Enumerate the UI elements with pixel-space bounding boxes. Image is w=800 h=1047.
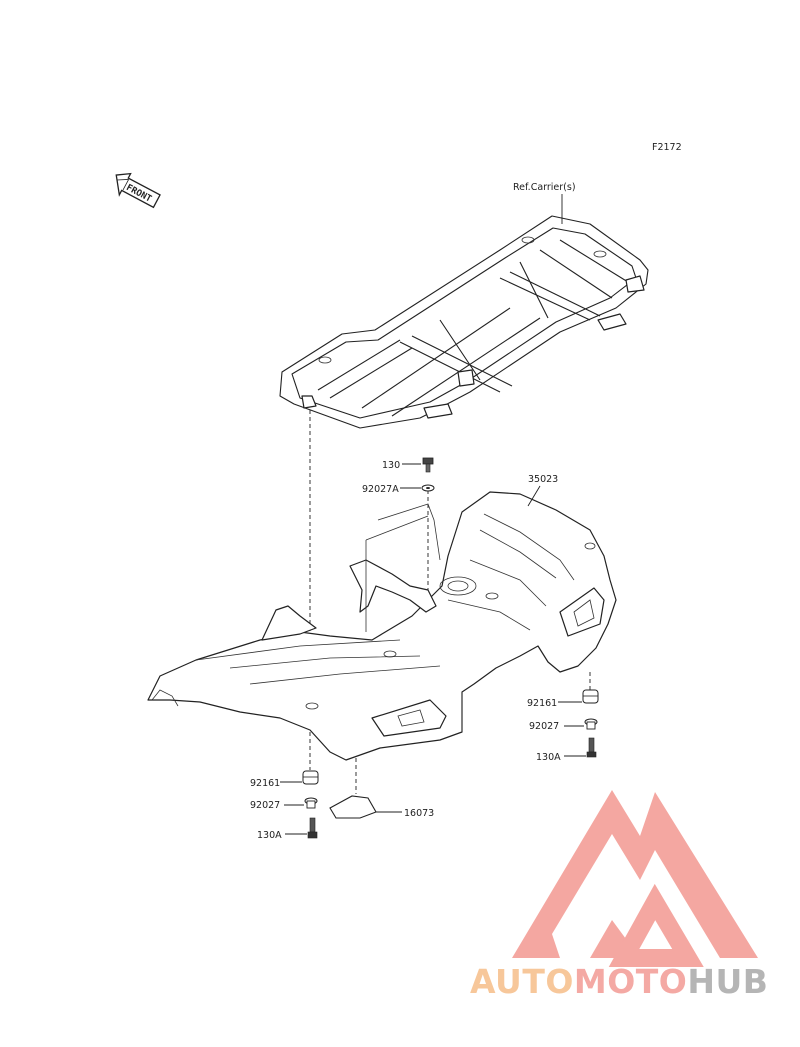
- callout-92161-left: 92161: [250, 778, 280, 789]
- damper-92161-right: [582, 689, 599, 704]
- callout-130a-left: 130A: [257, 830, 282, 841]
- front-direction-arrow: FRONT: [115, 172, 161, 209]
- damper-92161-left: [302, 770, 319, 785]
- callout-92027a: 92027A: [362, 484, 399, 495]
- callout-92027-right: 92027: [529, 721, 559, 732]
- plate-16073: [329, 795, 377, 819]
- figure-code: F2172: [652, 142, 682, 153]
- callout-35023: 35023: [528, 474, 558, 485]
- collar-92027-right: [584, 718, 598, 730]
- watermark-text: AUTOMOTOHUB: [470, 962, 800, 1006]
- carrier-reference-label: Ref.Carrier(s): [513, 182, 576, 193]
- carrier-rack: [279, 215, 649, 429]
- bolt-130a-left: [307, 817, 318, 839]
- rear-fender-cover: [147, 491, 617, 761]
- collar-92027-left: [304, 797, 318, 809]
- callout-16073: 16073: [404, 808, 434, 819]
- callout-130a-right: 130A: [536, 752, 561, 763]
- bolt-130a-right: [586, 737, 597, 758]
- watermark-logo: [512, 790, 758, 967]
- washer-92027a: [421, 484, 435, 492]
- callout-130: 130: [382, 460, 400, 471]
- callout-92161-right: 92161: [527, 698, 557, 709]
- watermark-hub: HUB: [687, 962, 769, 1001]
- watermark-auto: AUTO: [470, 962, 574, 1001]
- watermark-moto: MOTO: [573, 962, 688, 1001]
- bolt-130: [422, 457, 434, 473]
- callout-92027-left: 92027: [250, 800, 280, 811]
